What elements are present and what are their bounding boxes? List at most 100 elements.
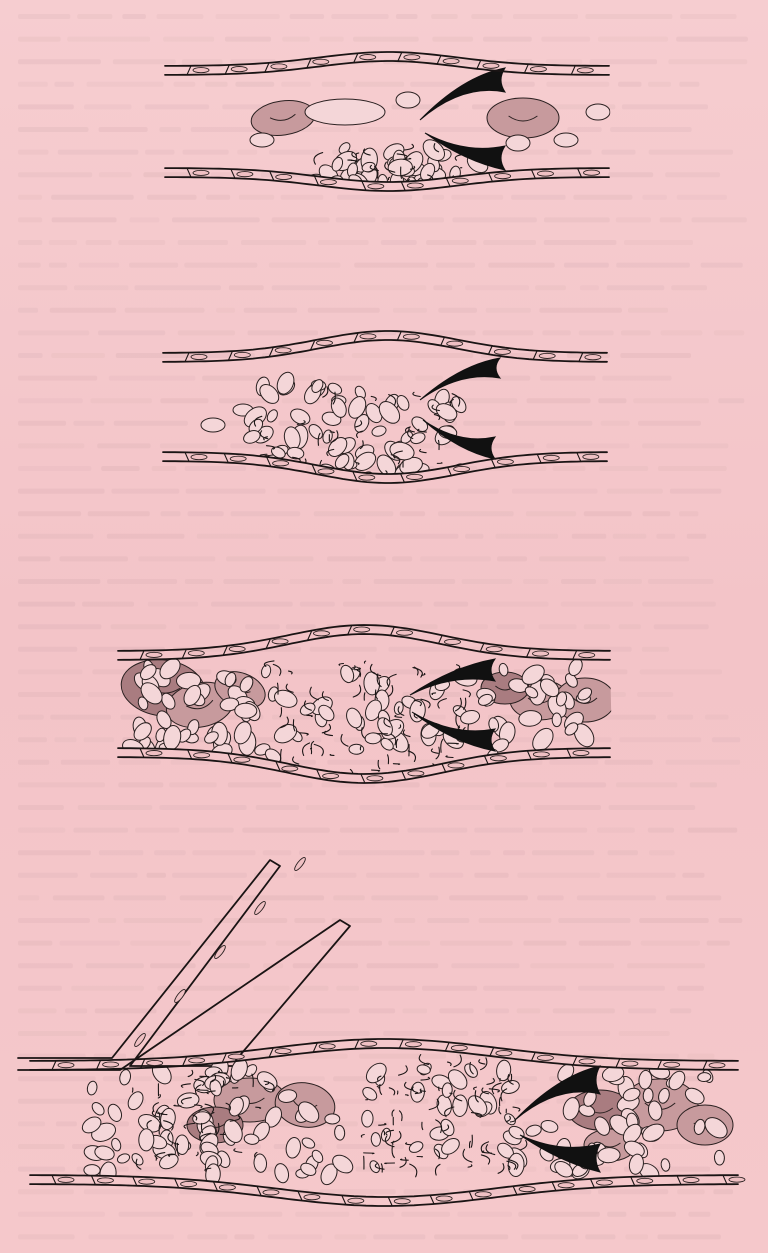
fibrin-strand xyxy=(471,1135,472,1147)
fibrin-strand xyxy=(437,463,442,464)
endothelial-nucleus-icon xyxy=(58,1177,74,1182)
endothelial-nucleus-icon xyxy=(323,773,339,778)
fibrin-strand xyxy=(438,440,439,449)
platelet-cell xyxy=(250,133,274,147)
endothelial-nucleus-icon xyxy=(361,1041,377,1046)
endothelial-nucleus-icon xyxy=(397,630,413,635)
fibrin-strand xyxy=(500,1097,501,1105)
endothelial-nucleus-icon xyxy=(577,68,593,73)
fibrin-strand xyxy=(399,1066,408,1075)
fibrin-strand xyxy=(393,764,399,765)
fibrin-strand xyxy=(499,1107,501,1114)
endothelial-nucleus-icon xyxy=(237,172,253,177)
endothelial-nucleus-icon xyxy=(497,459,513,464)
endothelial-nucleus-icon xyxy=(596,1180,612,1185)
fibrin-strand xyxy=(388,755,389,764)
fibrin-strand xyxy=(280,708,282,717)
fibrin-strand xyxy=(435,1164,440,1175)
platelet-cell xyxy=(201,418,225,432)
platelet-wedge-icon xyxy=(420,358,500,400)
endothelial-nucleus-icon xyxy=(348,1198,364,1203)
panel-stage-4 xyxy=(18,856,745,1206)
fibrin-strand xyxy=(311,748,312,753)
endothelial-nucleus-icon xyxy=(637,1178,653,1183)
platelet-wedge-icon xyxy=(423,420,495,459)
fibrin-strand xyxy=(410,1164,417,1177)
fibrin-strand xyxy=(454,1055,462,1067)
panel-stage-1 xyxy=(165,52,610,197)
platelet-cell xyxy=(506,135,530,151)
endothelial-nucleus-icon xyxy=(359,475,375,480)
fibrin-strand xyxy=(447,1062,451,1065)
platelet-cell xyxy=(660,1158,670,1172)
vessel-outer-wall xyxy=(165,52,609,66)
fibrin-strand xyxy=(277,469,280,479)
endothelial-nucleus-icon xyxy=(367,776,383,781)
fibrin-strand xyxy=(399,1111,402,1121)
endothelial-nucleus-icon xyxy=(191,454,207,459)
endothelial-nucleus-icon xyxy=(272,639,288,644)
endothelial-nucleus-icon xyxy=(448,763,464,768)
fibrin-strand xyxy=(513,1107,520,1111)
platelet-cell xyxy=(452,1095,468,1117)
platelet-cell xyxy=(525,1123,543,1137)
endothelial-nucleus-icon xyxy=(275,1049,291,1054)
fibrin-strand xyxy=(406,1143,412,1145)
endothelial-nucleus-icon xyxy=(404,55,420,60)
fibrin-strand xyxy=(401,1159,409,1160)
fibrin-strand xyxy=(266,446,274,449)
fibrin-strand xyxy=(200,1076,209,1077)
endothelial-nucleus-icon xyxy=(146,750,162,755)
endothelial-nucleus-icon xyxy=(447,341,463,346)
endothelial-nucleus-icon xyxy=(313,59,329,64)
endothelial-nucleus-icon xyxy=(445,639,461,644)
fibrin-strand xyxy=(441,739,443,752)
fibrin-strand xyxy=(364,661,365,663)
platelet-cell xyxy=(265,408,279,424)
endothelial-nucleus-icon xyxy=(253,900,267,916)
fibrin-strand xyxy=(470,1141,471,1147)
fibrin-strand xyxy=(188,1070,193,1076)
platelet-cell xyxy=(84,1164,101,1176)
endothelial-nucleus-icon xyxy=(664,1062,680,1067)
platelet-cell xyxy=(540,1119,559,1134)
fibrin-strand xyxy=(431,749,438,753)
endothelial-nucleus-icon xyxy=(173,988,187,1004)
fibrin-strand xyxy=(314,153,323,165)
endothelial-nucleus-icon xyxy=(354,627,370,632)
fibrin-strand xyxy=(310,687,318,699)
fibrin-strand xyxy=(474,1087,477,1089)
fibrin-strand xyxy=(457,665,460,669)
platelet-cell xyxy=(363,1059,390,1086)
endothelial-nucleus-icon xyxy=(486,647,502,652)
fibrin-strand xyxy=(392,1146,394,1158)
fibrin-strand xyxy=(438,699,447,708)
platelet-cell xyxy=(643,1088,654,1103)
endothelial-nucleus-icon xyxy=(319,1044,335,1049)
fibrin-strand xyxy=(289,671,293,674)
fibrin-strand xyxy=(388,177,389,179)
platelet-cell xyxy=(306,422,325,442)
endothelial-nucleus-icon xyxy=(495,174,511,179)
platelet-cell xyxy=(334,1125,345,1141)
endothelial-nucleus-icon xyxy=(530,67,546,72)
endothelial-nucleus-icon xyxy=(452,178,468,183)
fibrin-strand xyxy=(479,1060,485,1064)
fibrin-strand xyxy=(195,1105,202,1108)
fibrin-strand xyxy=(377,1087,379,1088)
vessel-outer-wall xyxy=(163,331,607,353)
fibrin-strand xyxy=(196,1152,198,1155)
fibrin-strand xyxy=(330,755,334,756)
endothelial-nucleus-icon xyxy=(193,68,209,73)
endothelial-nucleus-icon xyxy=(231,67,247,72)
fibrin-strand xyxy=(349,160,352,161)
endothelial-nucleus-icon xyxy=(454,466,470,471)
endothelial-nucleus-icon xyxy=(189,1058,205,1063)
panel-stage-2 xyxy=(163,331,607,491)
endothelial-nucleus-icon xyxy=(494,349,510,354)
platelet-cell xyxy=(697,1072,711,1082)
endothelial-nucleus-icon xyxy=(58,1063,74,1068)
fibrin-strand xyxy=(353,685,360,697)
